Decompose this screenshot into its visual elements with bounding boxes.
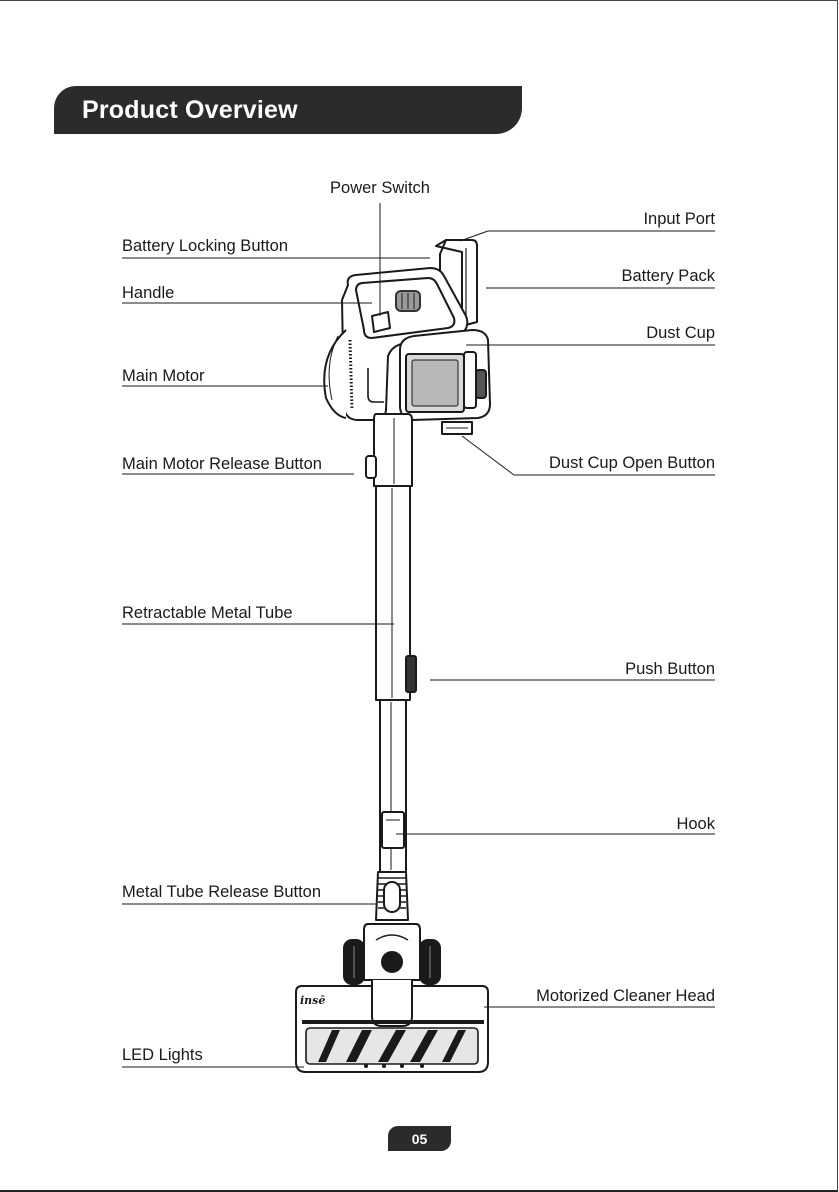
upper-connector-drawing — [366, 414, 412, 486]
label-led-lights: LED Lights — [122, 1046, 203, 1064]
upper-tube-drawing — [376, 486, 416, 700]
label-input-port: Input Port — [643, 210, 715, 228]
label-push-button: Push Button — [625, 660, 715, 678]
label-motorized-cleaner-head: Motorized Cleaner Head — [536, 987, 715, 1005]
neck-drawing — [376, 872, 408, 920]
label-hook: Hook — [676, 815, 715, 833]
label-dust-cup-open-button: Dust Cup Open Button — [549, 454, 715, 472]
vacuum-illustration — [296, 240, 490, 1072]
swivel-joint-drawing — [344, 924, 440, 984]
label-metal-tube-release-button: Metal Tube Release Button — [122, 883, 321, 901]
label-power-switch: Power Switch — [330, 179, 430, 197]
label-main-motor: Main Motor — [122, 367, 205, 385]
brand-logo: insē — [300, 994, 325, 1007]
label-battery-pack: Battery Pack — [621, 267, 715, 285]
page-number: 05 — [412, 1131, 428, 1147]
label-battery-locking-button: Battery Locking Button — [122, 237, 288, 255]
dust-cup-drawing — [400, 330, 490, 434]
label-dust-cup: Dust Cup — [646, 324, 715, 342]
page-number-badge: 05 — [388, 1126, 451, 1151]
lower-tube-drawing — [380, 700, 406, 872]
label-handle: Handle — [122, 284, 174, 302]
label-retractable-metal-tube: Retractable Metal Tube — [122, 604, 293, 622]
label-main-motor-release-button: Main Motor Release Button — [122, 455, 322, 473]
